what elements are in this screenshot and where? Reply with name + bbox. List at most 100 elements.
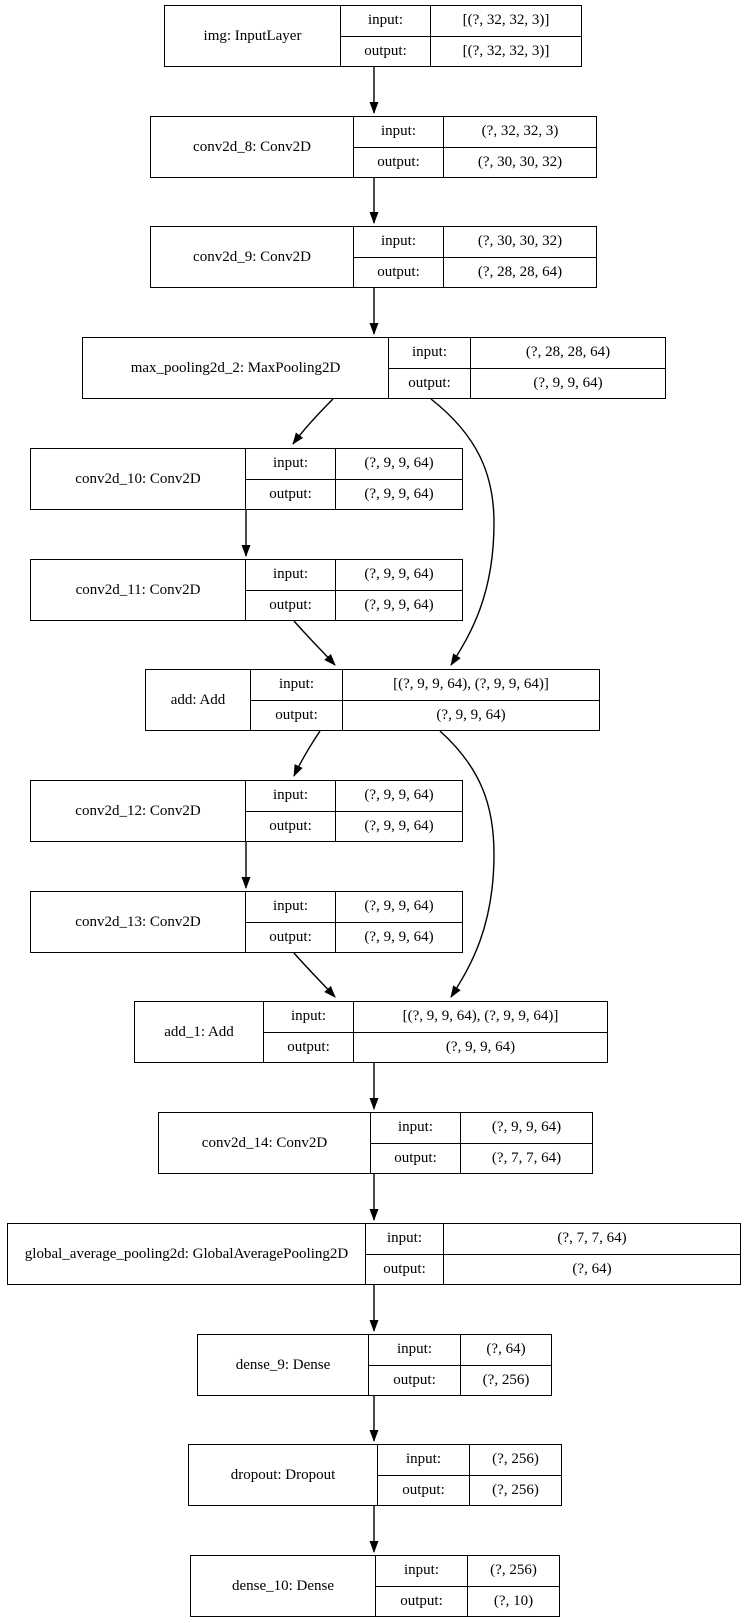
io-table: input:(?, 9, 9, 64)output:(?, 9, 9, 64) [246, 560, 462, 620]
layer-name-label: conv2d_9: Conv2D [151, 227, 354, 287]
output-label: output: [246, 811, 336, 841]
layer-name-label: conv2d_14: Conv2D [159, 1113, 371, 1173]
output-shape: (?, 256) [492, 1481, 539, 1498]
input-row: input:(?, 28, 28, 64) [389, 338, 665, 369]
input-row: input:(?, 30, 30, 32) [354, 227, 596, 258]
edge-max_pooling2d_2-to-add [430, 398, 495, 666]
output-shape: (?, 9, 9, 64) [364, 596, 434, 613]
input-row: input:(?, 9, 9, 64) [246, 449, 462, 480]
input-shape: (?, 32, 32, 3) [481, 123, 559, 140]
output-shape: (?, 7, 7, 64) [491, 1149, 562, 1166]
input-row: input:(?, 9, 9, 64) [371, 1113, 592, 1144]
output-label: output: [378, 1475, 470, 1505]
io-table: input:(?, 28, 28, 64)output:(?, 9, 9, 64… [389, 338, 665, 398]
input-label: input: [354, 117, 444, 147]
io-table: input:(?, 9, 9, 64)output:(?, 9, 9, 64) [246, 892, 462, 952]
layer-name-label: conv2d_10: Conv2D [31, 449, 246, 509]
output-row: output: (?, 9, 9, 64) [246, 811, 462, 841]
input-shape: [(?, 9, 9, 64), (?, 9, 9, 64)] [402, 1008, 559, 1025]
output-label: output: [246, 590, 336, 620]
output-shape: [(?, 32, 32, 3)] [462, 42, 550, 59]
io-table: input:(?, 32, 32, 3)output:(?, 30, 30, 3… [354, 117, 596, 177]
input-shape: (?, 9, 9, 64) [364, 455, 434, 472]
input-row: input:(?, 9, 9, 64) [246, 781, 462, 812]
io-table: input:(?, 64)output: (?, 256) [369, 1335, 551, 1395]
edge-conv2d_11-to-add [293, 620, 336, 666]
edge-max_pooling2d_2-to-conv2d_10 [292, 398, 334, 445]
output-row: output:(?, 9, 9, 64) [246, 922, 462, 952]
input-shape: (?, 30, 30, 32) [477, 233, 563, 250]
output-row: output:(?, 10) [376, 1586, 559, 1616]
io-table: input: (?, 256) output: (?, 256) [378, 1445, 561, 1505]
input-label: input: [251, 670, 343, 700]
layer-name-label: conv2d_12: Conv2D [31, 781, 246, 841]
edge-add-to-conv2d_12 [293, 730, 321, 777]
output-row: output:(?, 28, 28, 64) [354, 257, 596, 287]
input-row: input: (?, 7, 7, 64) [366, 1224, 740, 1255]
output-shape: (?, 256) [482, 1371, 530, 1388]
output-row: output:[(?, 32, 32, 3)] [341, 36, 581, 66]
output-shape: (?, 9, 9, 64) [445, 1038, 516, 1055]
input-row: input:(?, 256) [376, 1556, 559, 1587]
layer-name-label: conv2d_13: Conv2D [31, 892, 246, 952]
input-row: input: [(?, 9, 9, 64), (?, 9, 9, 64)] [251, 670, 599, 701]
layer-name-label: add_1: Add [135, 1002, 264, 1062]
layer-name-label: global_average_pooling2d: GlobalAverageP… [8, 1224, 366, 1284]
output-row: output:(?, 64) [366, 1254, 740, 1284]
input-label: input: [246, 781, 336, 811]
input-shape: (?, 7, 7, 64) [557, 1230, 627, 1247]
layer-name-label: conv2d_8: Conv2D [151, 117, 354, 177]
input-label: input: [246, 892, 336, 922]
output-label: output: [264, 1032, 354, 1062]
layer-name-label: dense_9: Dense [198, 1335, 369, 1395]
edge-conv2d_13-to-add_1 [293, 952, 336, 998]
io-table: input: (?, 7, 7, 64) output:(?, 64) [366, 1224, 740, 1284]
layer-name-label: add: Add [146, 670, 251, 730]
input-row: input:(?, 9, 9, 64) [246, 892, 462, 923]
output-label: output: [246, 922, 336, 952]
output-row: output:(?, 9, 9, 64) [246, 479, 462, 509]
output-row: output:(?, 9, 9, 64) [251, 700, 599, 730]
layer-node-global_average_pooling2d: global_average_pooling2d: GlobalAverageP… [7, 1223, 741, 1285]
input-row: input:(?, 64) [369, 1335, 551, 1366]
io-table: input:[(?, 9, 9, 64), (?, 9, 9, 64)]outp… [264, 1002, 607, 1062]
input-label: input: [376, 1556, 468, 1586]
input-row: input:[(?, 32, 32, 3)] [341, 6, 581, 37]
layer-name-label: conv2d_11: Conv2D [31, 560, 246, 620]
output-label: output: [369, 1365, 461, 1395]
input-label: input: [371, 1113, 461, 1143]
output-label: output: [354, 147, 444, 177]
layer-name-label: dropout: Dropout [189, 1445, 378, 1505]
io-table: input:(?, 9, 9, 64)output: (?, 9, 9, 64) [246, 781, 462, 841]
output-label: output: [389, 368, 471, 398]
input-shape: (?, 9, 9, 64) [364, 566, 434, 583]
layer-name-label: img: InputLayer [165, 6, 341, 66]
input-label: input: [366, 1224, 444, 1254]
input-shape: [(?, 32, 32, 3)] [462, 12, 550, 29]
output-label: output: [371, 1143, 461, 1173]
io-table: input: [(?, 9, 9, 64), (?, 9, 9, 64)] outp… [251, 670, 599, 730]
output-shape: (?, 28, 28, 64) [477, 263, 563, 280]
input-shape: [(?, 9, 9, 64), (?, 9, 9, 64)] [393, 676, 549, 693]
output-shape: (?, 9, 9, 64) [364, 817, 434, 834]
input-label: input: [378, 1445, 470, 1475]
io-table: input:(?, 30, 30, 32)output:(?, 28, 28, … [354, 227, 596, 287]
input-label: input: [389, 338, 471, 368]
output-row: output: (?, 256) [378, 1475, 561, 1505]
output-label: output: [366, 1254, 444, 1284]
input-shape: (?, 256) [492, 1451, 539, 1468]
io-table: input:[(?, 32, 32, 3)]output:[(?, 32, 32… [341, 6, 581, 66]
output-row: output: (?, 9, 9, 64) [246, 590, 462, 620]
io-table: input:(?, 9, 9, 64)output:(?, 9, 9, 64) [246, 449, 462, 509]
